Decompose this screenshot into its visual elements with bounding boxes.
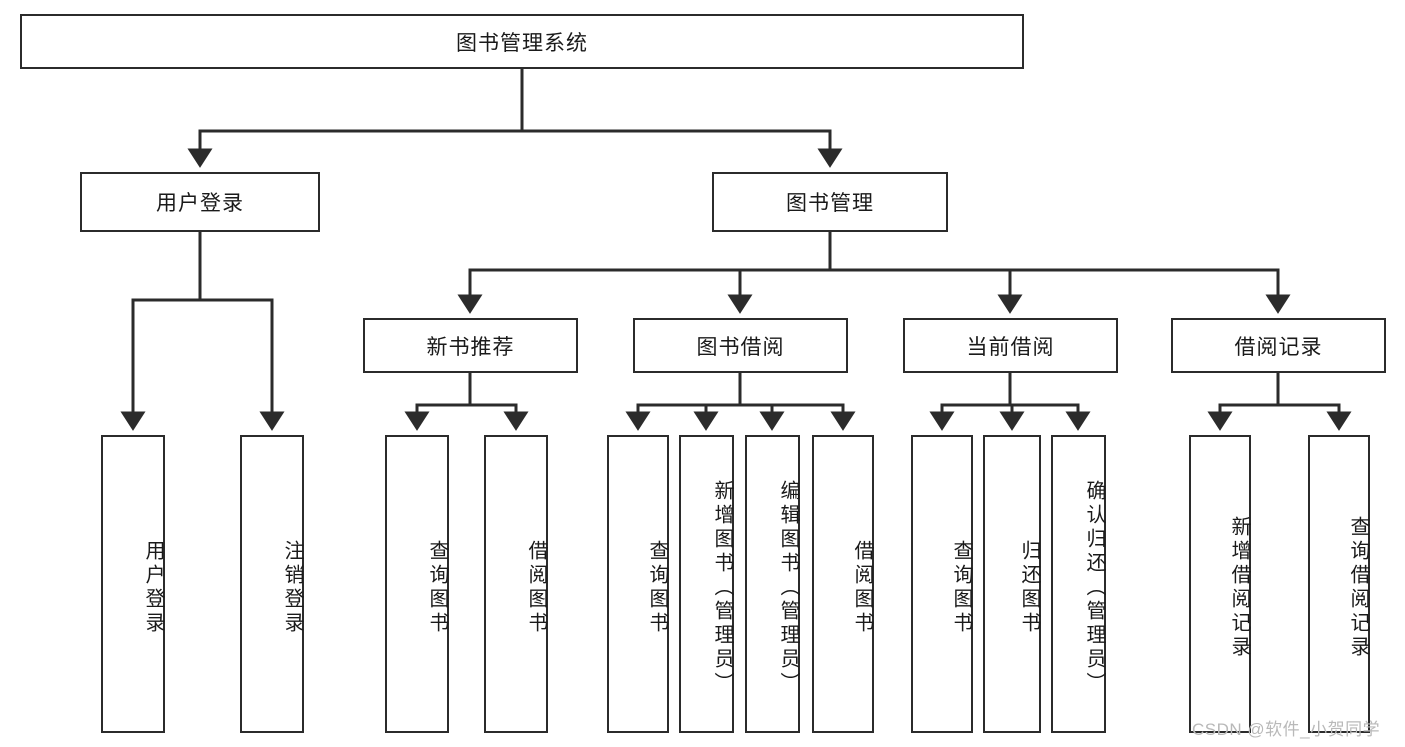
leaf-edit-book-admin[interactable]: 编辑图书（管理员） — [745, 435, 800, 733]
csdn-watermark: CSDN @软件_小贺同学 — [1192, 720, 1381, 739]
leaf-query-borrow-record[interactable]: 查询借阅记录 — [1308, 435, 1370, 733]
leaf-label: 查询图书 — [950, 540, 972, 636]
leaf-label: 查询图书 — [426, 540, 448, 636]
leaf-label: 归还图书 — [1018, 540, 1040, 636]
leaf-borrow-book-recommend[interactable]: 借阅图书 — [484, 435, 548, 733]
leaf-label: 确认归还（管理员） — [1083, 480, 1105, 696]
leaf-return-book[interactable]: 归还图书 — [983, 435, 1041, 733]
leaf-confirm-return-admin[interactable]: 确认归还（管理员） — [1051, 435, 1106, 733]
leaf-query-book-current[interactable]: 查询图书 — [911, 435, 973, 733]
leaf-user-login[interactable]: 用户登录 — [101, 435, 165, 733]
leaf-query-book-recommend[interactable]: 查询图书 — [385, 435, 449, 733]
node-root-system[interactable]: 图书管理系统 — [20, 14, 1024, 69]
leaf-label: 新增借阅记录 — [1228, 516, 1250, 660]
leaf-label: 编辑图书（管理员） — [777, 480, 799, 696]
leaf-label: 查询借阅记录 — [1347, 516, 1369, 660]
leaf-label: 用户登录 — [142, 540, 164, 636]
node-book-management[interactable]: 图书管理 — [712, 172, 948, 232]
node-current-borrow[interactable]: 当前借阅 — [903, 318, 1118, 373]
leaf-logout[interactable]: 注销登录 — [240, 435, 304, 733]
leaf-add-book-admin[interactable]: 新增图书（管理员） — [679, 435, 734, 733]
node-book-borrow[interactable]: 图书借阅 — [633, 318, 848, 373]
node-user-login[interactable]: 用户登录 — [80, 172, 320, 232]
leaf-borrow-book[interactable]: 借阅图书 — [812, 435, 874, 733]
leaf-label: 借阅图书 — [851, 540, 873, 636]
node-borrow-record[interactable]: 借阅记录 — [1171, 318, 1386, 373]
leaf-label: 借阅图书 — [525, 540, 547, 636]
leaf-query-book-borrow[interactable]: 查询图书 — [607, 435, 669, 733]
node-new-book-recommend[interactable]: 新书推荐 — [363, 318, 578, 373]
leaf-label: 查询图书 — [646, 540, 668, 636]
leaf-label: 注销登录 — [281, 540, 303, 636]
leaf-label: 新增图书（管理员） — [711, 480, 733, 696]
leaf-add-borrow-record[interactable]: 新增借阅记录 — [1189, 435, 1251, 733]
